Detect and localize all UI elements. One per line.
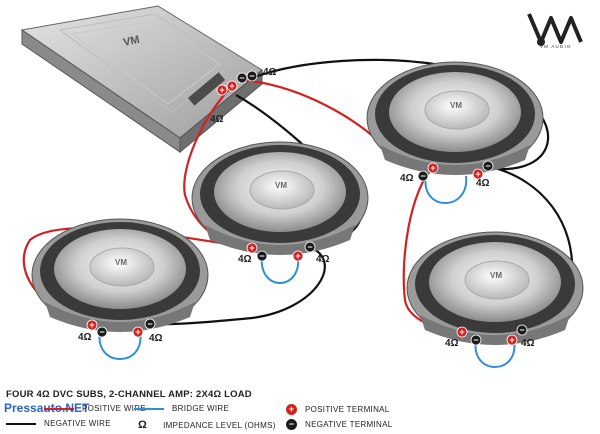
positive-terminal-icon: + xyxy=(456,326,468,338)
subwoofer-badge: VM xyxy=(490,271,502,280)
ohm-label: 4Ω xyxy=(238,254,252,265)
impedance-labels: 4Ω 4Ω 4Ω 4Ω 4Ω 4Ω 4Ω 4Ω 4Ω 4Ω xyxy=(78,67,535,349)
svg-text:+: + xyxy=(459,327,464,337)
ohm-label: 4Ω xyxy=(149,333,163,344)
negative-terminal-icon: − xyxy=(482,160,494,172)
legend-bridge-wire: BRIDGE WIRE xyxy=(134,404,229,413)
positive-terminal-icon: + xyxy=(292,250,304,262)
positive-terminal-icon: + xyxy=(427,162,439,174)
vm-logo-icon xyxy=(527,13,583,46)
svg-text:−: − xyxy=(259,251,264,261)
svg-text:+: + xyxy=(430,163,435,173)
logo-subtext: VM AUDIO xyxy=(540,44,572,49)
ohm-label: 4Ω xyxy=(445,338,459,349)
subwoofer-badge: VM xyxy=(115,258,127,267)
subwoofer-4: VM xyxy=(406,231,584,368)
legend-label: POSITIVE WIRE xyxy=(82,404,146,413)
ohm-symbol-icon: Ω xyxy=(138,419,148,431)
subwoofer-badge: VM xyxy=(275,181,287,190)
svg-text:+: + xyxy=(249,243,254,253)
svg-text:−: − xyxy=(239,73,244,83)
positive-terminal-icon: + xyxy=(86,319,98,331)
bridge-wire-1 xyxy=(424,175,468,204)
svg-text:−: − xyxy=(307,242,312,252)
legend-label: BRIDGE WIRE xyxy=(172,404,230,413)
legend-impedance: Ω IMPEDANCE LEVEL (OHMS) xyxy=(138,419,276,431)
legend-negative-terminal: − NEGATIVE TERMINAL xyxy=(286,419,393,430)
negative-terminal-icon: − xyxy=(246,70,258,82)
svg-text:−: − xyxy=(99,327,104,337)
positive-terminal-icon: + xyxy=(246,242,258,254)
negative-terminal-icon: − xyxy=(417,170,429,182)
svg-text:+: + xyxy=(229,81,234,91)
amplifier: VM xyxy=(20,5,263,154)
legend-label: POSITIVE TERMINAL xyxy=(305,405,390,414)
ohm-label: 4Ω xyxy=(316,254,330,265)
vm-logo xyxy=(527,8,591,54)
positive-terminal-icon: + xyxy=(472,168,484,180)
negative-terminal-icon: − xyxy=(236,72,248,84)
amp-badge: VM xyxy=(122,34,141,49)
negative-terminal-icon: − xyxy=(256,250,268,262)
svg-text:+: + xyxy=(509,335,514,345)
negative-terminal-icon: − xyxy=(516,324,528,336)
legend-negative-wire: NEGATIVE WIRE xyxy=(6,419,111,428)
diagram-caption: FOUR 4Ω DVC SUBS, 2-CHANNEL AMP: 2X4Ω LO… xyxy=(6,389,252,400)
legend-label: NEGATIVE TERMINAL xyxy=(305,420,393,429)
svg-text:−: − xyxy=(519,325,524,335)
subwoofer-1: VM xyxy=(366,61,544,204)
bridge-wire-swatch xyxy=(134,407,164,410)
svg-text:+: + xyxy=(89,320,94,330)
bridge-wire-3 xyxy=(98,331,142,360)
svg-text:−: − xyxy=(147,319,152,329)
legend-positive-terminal: + POSITIVE TERMINAL xyxy=(286,404,390,415)
negative-wire-swatch xyxy=(6,422,36,425)
subwoofer-3: VM xyxy=(31,218,209,360)
subwoofer-2: VM xyxy=(191,141,369,284)
bridge-wire-4 xyxy=(474,339,516,368)
legend-positive-wire: POSITIVE WIRE xyxy=(44,404,146,413)
negative-terminal-icon: − xyxy=(304,241,316,253)
legend-label: IMPEDANCE LEVEL (OHMS) xyxy=(163,420,276,430)
svg-text:−: − xyxy=(420,171,425,181)
svg-text:+: + xyxy=(219,85,224,95)
ohm-label: 4Ω xyxy=(78,332,92,343)
svg-text:−: − xyxy=(473,335,478,345)
negative-terminal-icon: − xyxy=(96,326,108,338)
svg-text:+: + xyxy=(295,251,300,261)
positive-terminal-icon: + xyxy=(132,326,144,338)
negative-terminal-icon: − xyxy=(286,419,297,430)
terminals: +−−++−−++−−++−−++−−+ xyxy=(86,70,528,346)
negative-terminal-icon: − xyxy=(470,334,482,346)
ohm-label: 4Ω xyxy=(400,173,414,184)
legend-label: NEGATIVE WIRE xyxy=(44,419,111,428)
bridge-wire-2 xyxy=(260,255,300,284)
negative-terminal-icon: − xyxy=(144,318,156,330)
svg-text:+: + xyxy=(475,169,480,179)
svg-text:+: + xyxy=(135,327,140,337)
ohm-label: 4Ω xyxy=(210,114,224,125)
positive-terminal-icon: + xyxy=(286,404,297,415)
positive-wire-swatch xyxy=(44,407,74,410)
positive-terminal-icon: + xyxy=(506,334,518,346)
ohm-label: 4Ω xyxy=(521,338,535,349)
subwoofer-badge: VM xyxy=(450,101,462,110)
positive-terminal-icon: + xyxy=(226,80,238,92)
svg-text:−: − xyxy=(249,71,254,81)
ohm-label: 4Ω xyxy=(476,178,490,189)
ohm-label: 4Ω xyxy=(263,67,277,78)
positive-terminal-icon: + xyxy=(216,84,228,96)
svg-text:−: − xyxy=(485,161,490,171)
